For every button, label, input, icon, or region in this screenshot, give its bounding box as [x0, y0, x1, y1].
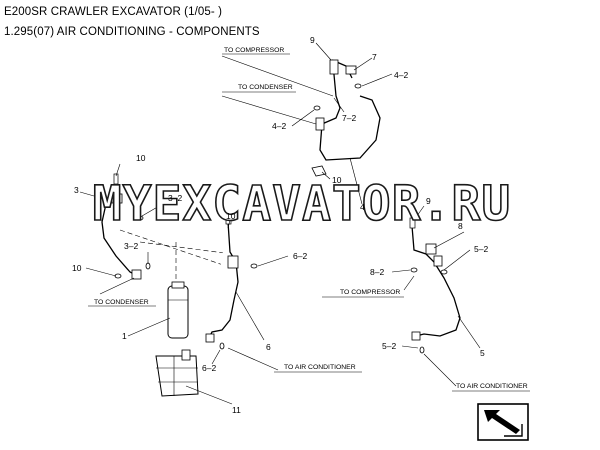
watermark-text: MYEXCAVATOR.RU [93, 176, 512, 232]
part-number-4-2: 4–2 [394, 70, 408, 80]
label-to-condenser: TO CONDENSER [238, 84, 293, 91]
part-number-10: 10 [72, 263, 82, 273]
hose-assembly-3 [101, 173, 151, 280]
label-to-air-conditioner: TO AIR CONDITIONER [284, 364, 356, 371]
label-to-air-conditioner: TO AIR CONDITIONER [456, 383, 528, 390]
part-number-5-2: 5–2 [382, 341, 396, 351]
part-number-3-2: 3–2 [124, 241, 138, 251]
part-number-5: 5 [480, 348, 485, 358]
page-title: E200SR CRAWLER EXCAVATOR (1/05- ) [4, 6, 223, 18]
part-number-9: 9 [426, 196, 431, 206]
part-number-6-2: 6–2 [202, 363, 216, 373]
part-number-9: 9 [310, 35, 315, 45]
receiver-drier-1 [167, 281, 189, 339]
part-number-5-2: 5–2 [474, 244, 488, 254]
part-number-10: 10 [332, 175, 342, 185]
part-number-10: 10 [136, 153, 146, 163]
part-number-7: 7 [372, 52, 377, 62]
part-number-4: 4 [360, 202, 365, 212]
part-number-6-2: 6–2 [293, 251, 307, 261]
label-to-compressor: TO COMPRESSOR [340, 289, 400, 296]
section-subtitle: 1.295(07) AIR CONDITIONING - COMPONENTS [4, 26, 260, 38]
hose-assembly-5 [409, 217, 461, 354]
part-number-8: 8 [458, 221, 463, 231]
label-to-condenser: TO CONDENSER [94, 299, 149, 306]
bracket-11 [155, 349, 199, 397]
part-number-4-2: 4–2 [272, 121, 286, 131]
part-number-7-2: 7–2 [342, 113, 356, 123]
part-number-3-2: 3–2 [168, 193, 182, 203]
part-number-11: 11 [232, 405, 241, 415]
next-page-arrow-icon[interactable] [477, 403, 529, 441]
part-number-3: 3 [74, 185, 79, 195]
part-number-8-2: 8–2 [370, 267, 384, 277]
part-number-6: 6 [266, 342, 271, 352]
hose-assembly-6 [205, 213, 258, 350]
part-number-1: 1 [122, 331, 127, 341]
label-to-compressor: TO COMPRESSOR [224, 47, 284, 54]
part-number-10: 10 [226, 211, 236, 221]
